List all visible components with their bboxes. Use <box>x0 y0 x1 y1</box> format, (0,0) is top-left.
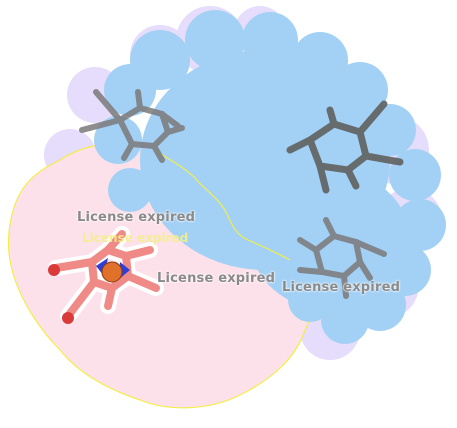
ligand-oxygen-1 <box>48 264 60 276</box>
license-watermark-1: License expired <box>77 210 196 225</box>
heme-group-top-right <box>286 100 404 194</box>
bound-ligand <box>48 226 164 324</box>
ligand-oxygen-2 <box>62 312 74 324</box>
heme-group-top-left <box>79 89 185 163</box>
ligand-iron-atom <box>101 261 123 283</box>
license-watermark-2: License expired <box>157 271 276 286</box>
license-watermark-ghost: License expired <box>82 231 189 245</box>
license-watermark-3: License expired <box>282 280 401 295</box>
pocket-outline <box>154 149 291 261</box>
heme-group-bottom-right <box>297 217 387 299</box>
